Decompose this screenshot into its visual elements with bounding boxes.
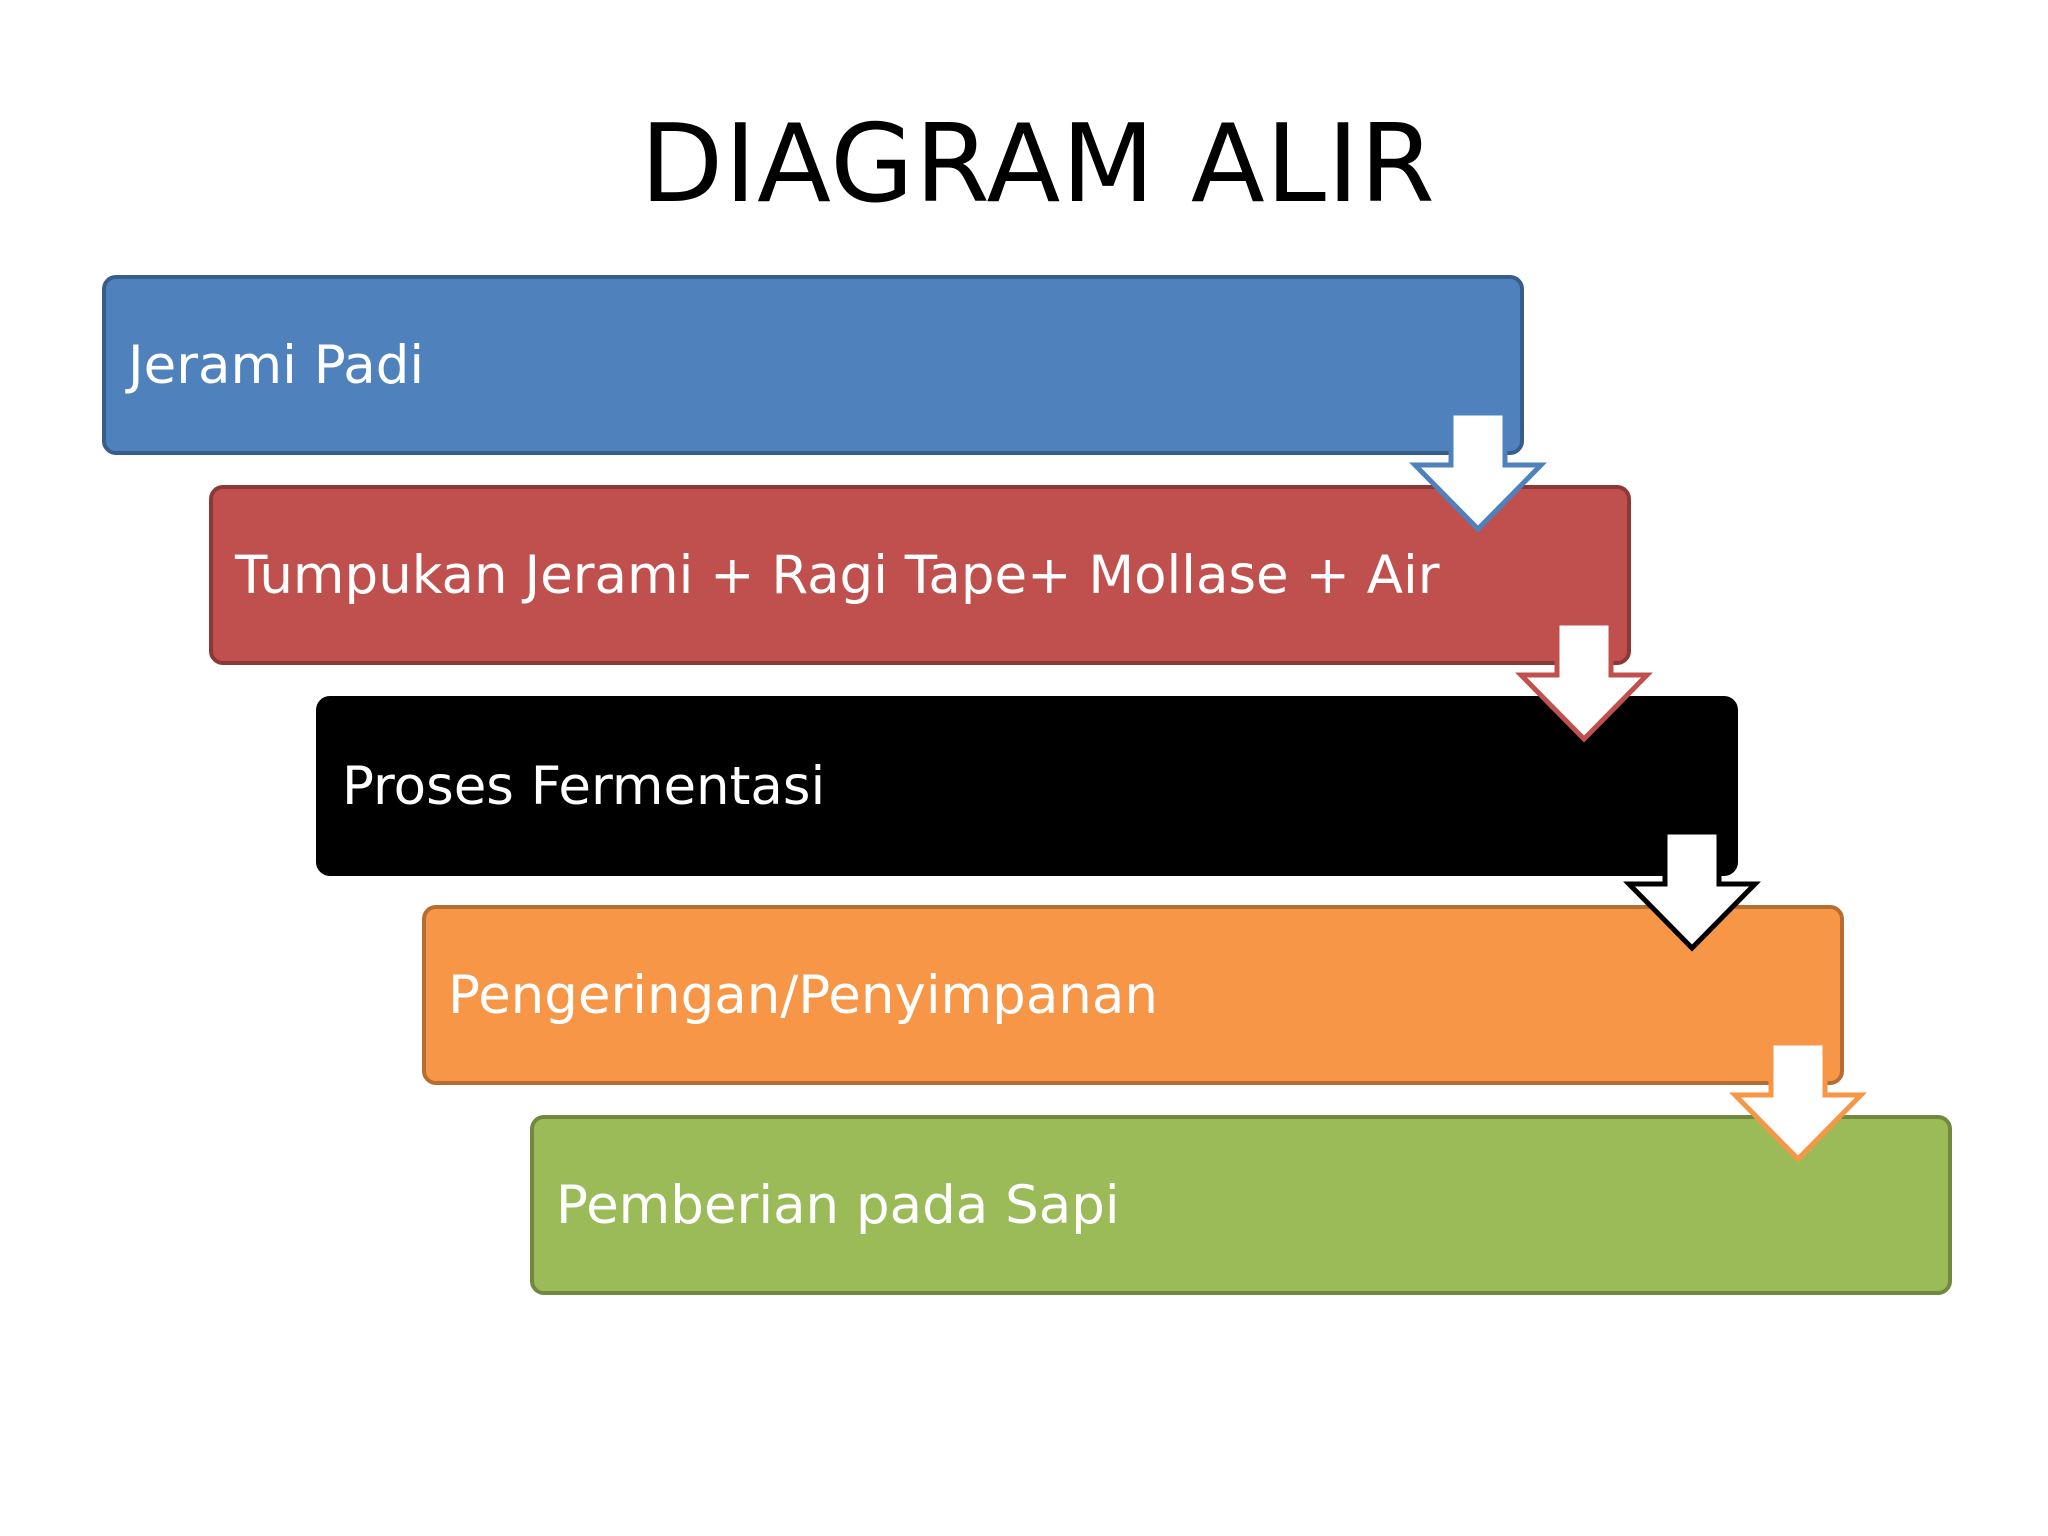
slide-title: DIAGRAM ALIR	[640, 102, 1436, 227]
flow-step-pemberian: Pemberian pada Sapi	[530, 1115, 1952, 1295]
down-arrow-icon	[1729, 1040, 1867, 1163]
flow-step-tumpukan-jerami: Tumpukan Jerami + Ragi Tape+ Mollase + A…	[209, 485, 1631, 665]
down-arrow-icon	[1409, 410, 1547, 533]
flow-step-proses-fermentasi: Proses Fermentasi	[316, 696, 1738, 876]
down-arrow-icon	[1623, 829, 1761, 952]
flow-step-pengeringan: Pengeringan/Penyimpanan	[422, 905, 1844, 1085]
flow-step-jerami-padi: Jerami Padi	[102, 275, 1524, 455]
down-arrow-icon	[1515, 620, 1653, 743]
